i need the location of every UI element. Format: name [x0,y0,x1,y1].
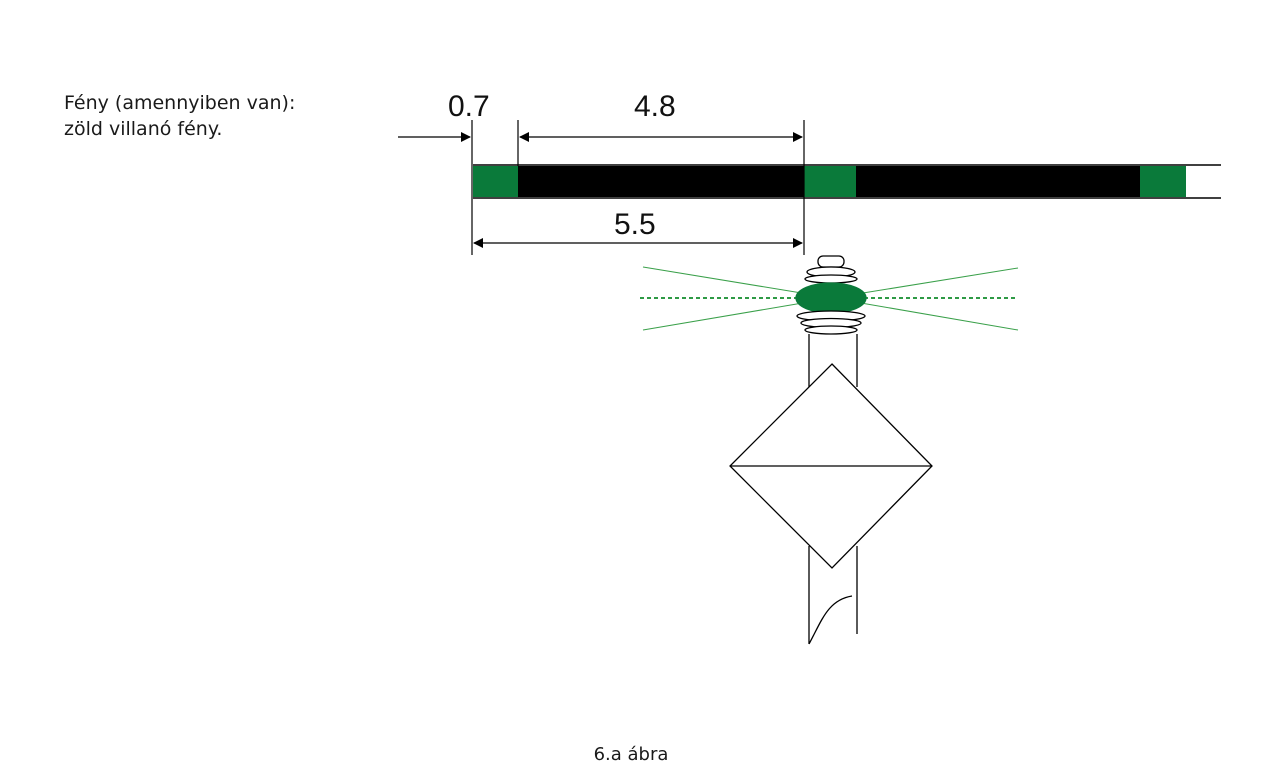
light-rhythm-bar [473,164,1221,199]
flash-segment [1140,166,1186,197]
flash-segment [473,166,518,197]
period-label: 5.5 [614,208,656,241]
light-description-line1: Fény (amennyiben van): [64,92,296,114]
flash-segment [804,166,856,197]
figure-caption: 6.a ábra [593,744,669,765]
light-description-line2: zöld villanó fény. [64,118,223,140]
green-lantern [795,282,867,314]
buoy-icon [640,255,1019,645]
dimension-lines [398,120,805,255]
eclipse-duration-label: 4.8 [634,90,676,123]
eclipse-segment [518,166,804,197]
eclipse-segment [856,166,1140,197]
flash-duration-label: 0.7 [448,90,490,123]
light-description: Fény (amennyiben van): zöld villanó fény… [64,90,295,142]
